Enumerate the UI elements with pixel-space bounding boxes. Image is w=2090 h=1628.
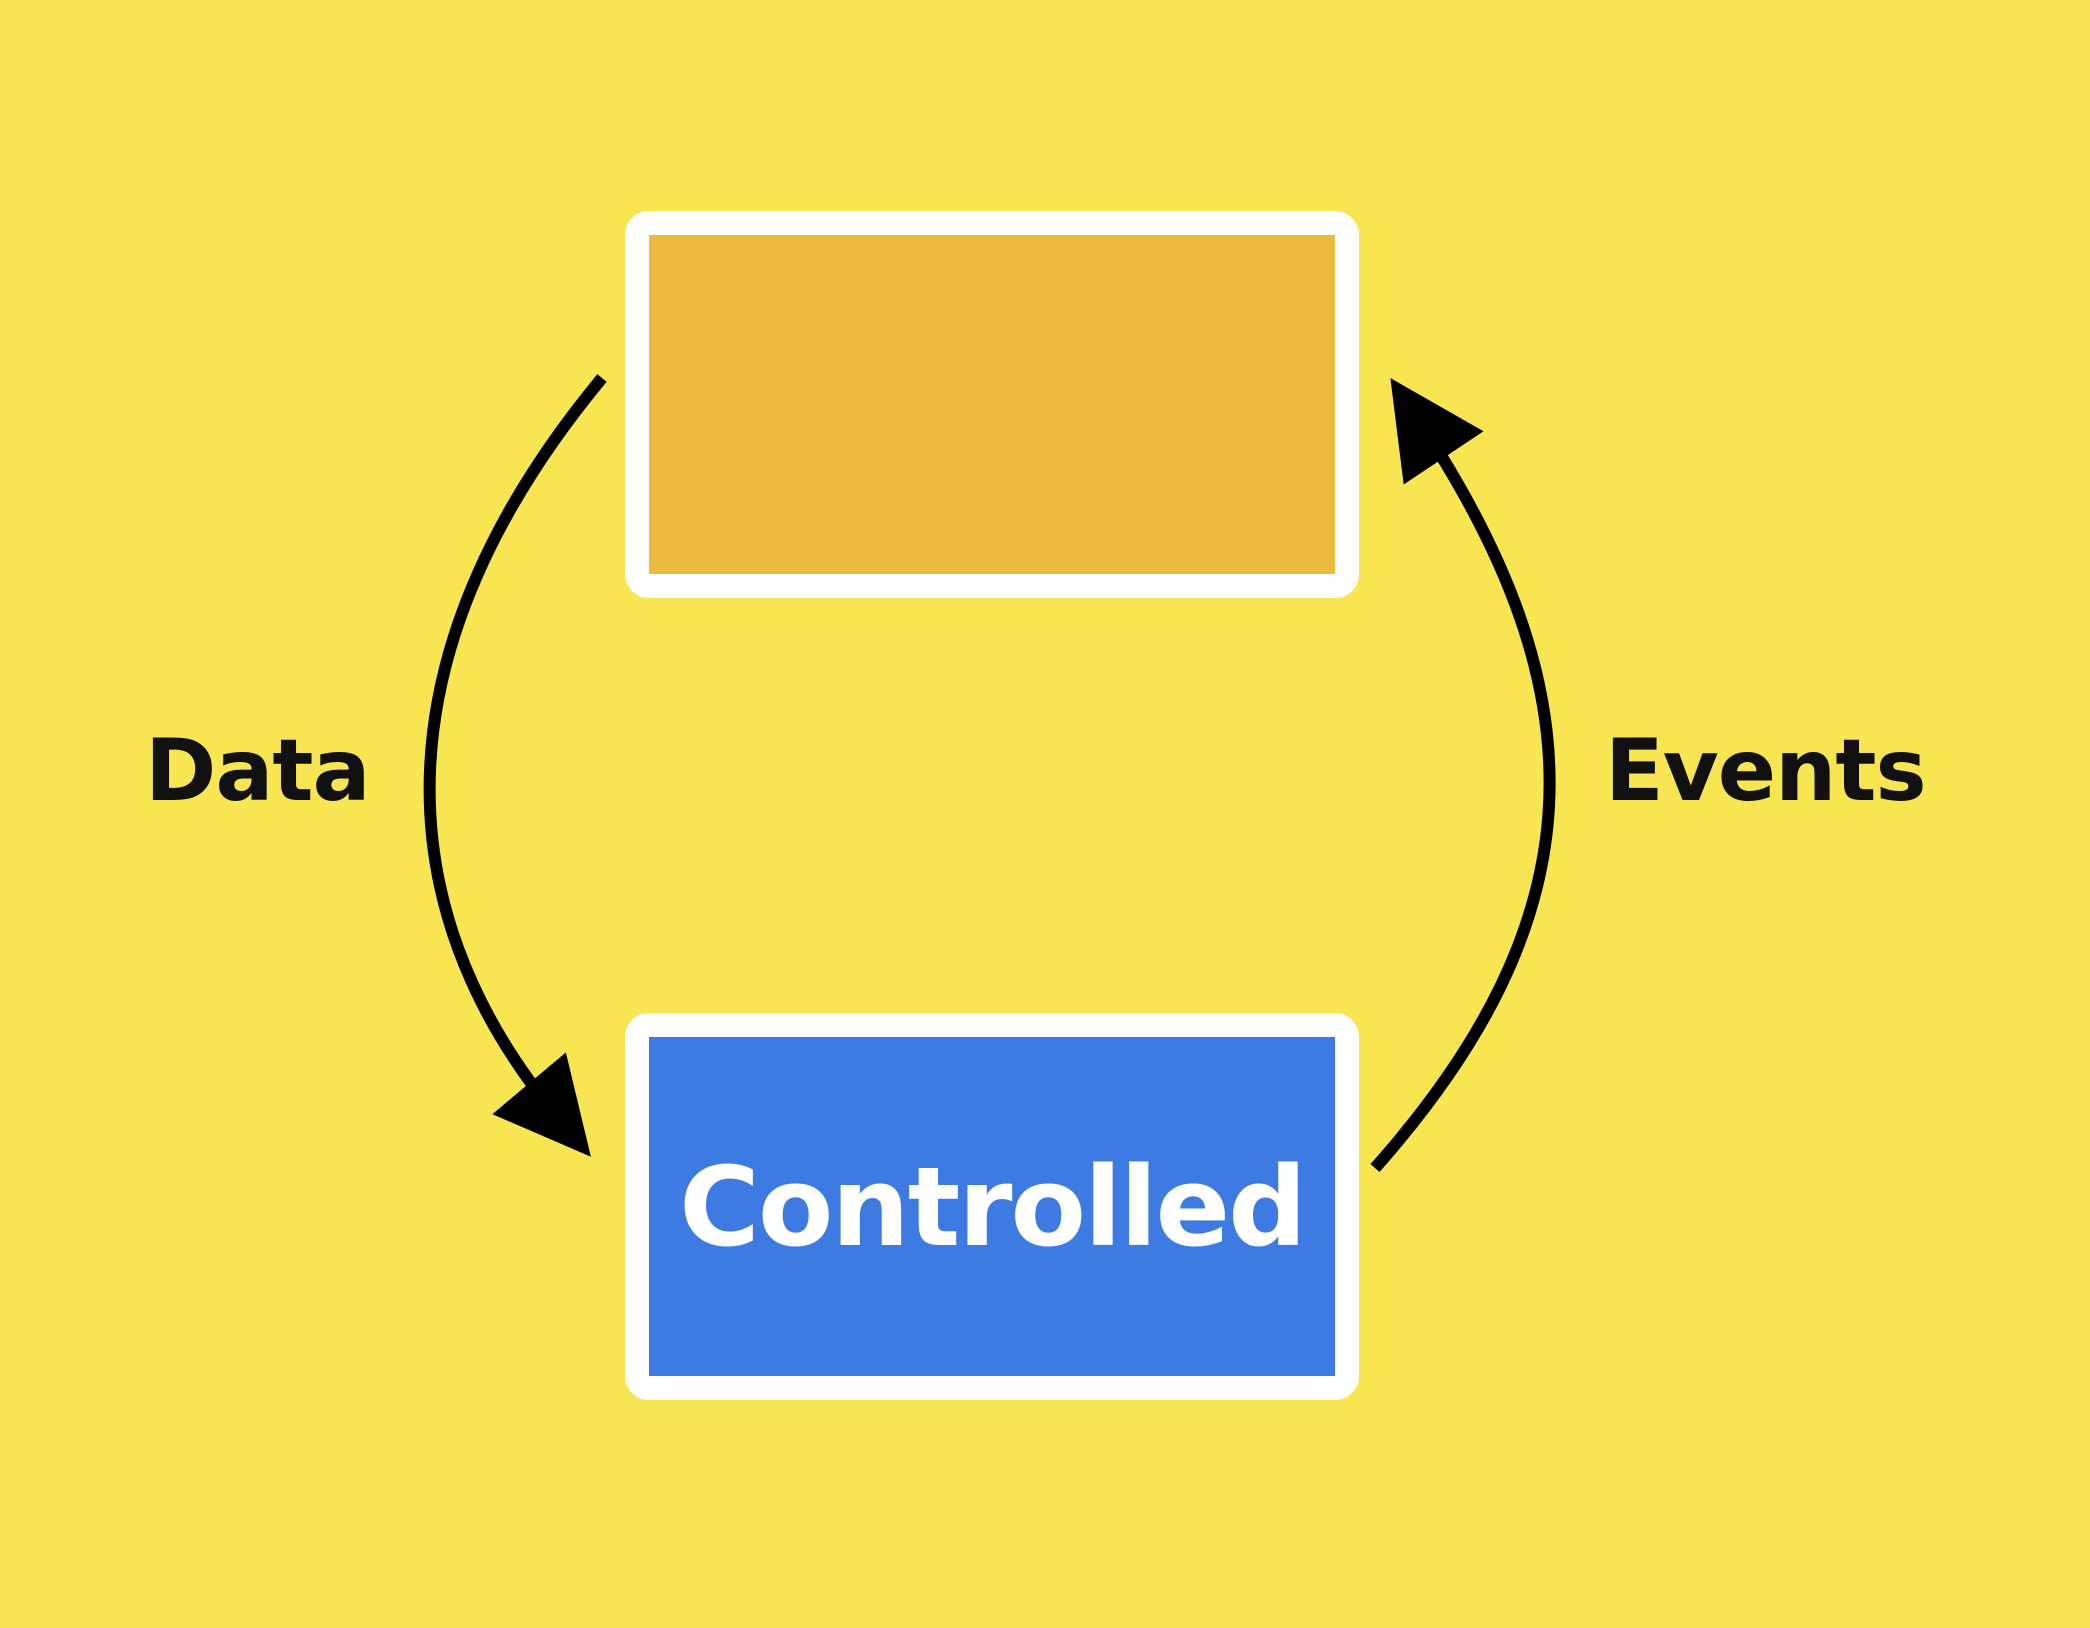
controlled-label: Controlled bbox=[679, 1142, 1307, 1271]
data-edge-label: Data bbox=[145, 721, 371, 821]
parent-component-box bbox=[625, 211, 1359, 598]
events-edge-label: Events bbox=[1605, 721, 1927, 821]
controlled-component-box: Controlled bbox=[625, 1013, 1359, 1400]
events-arrow bbox=[1370, 378, 1556, 1172]
data-arrow bbox=[423, 374, 607, 1157]
